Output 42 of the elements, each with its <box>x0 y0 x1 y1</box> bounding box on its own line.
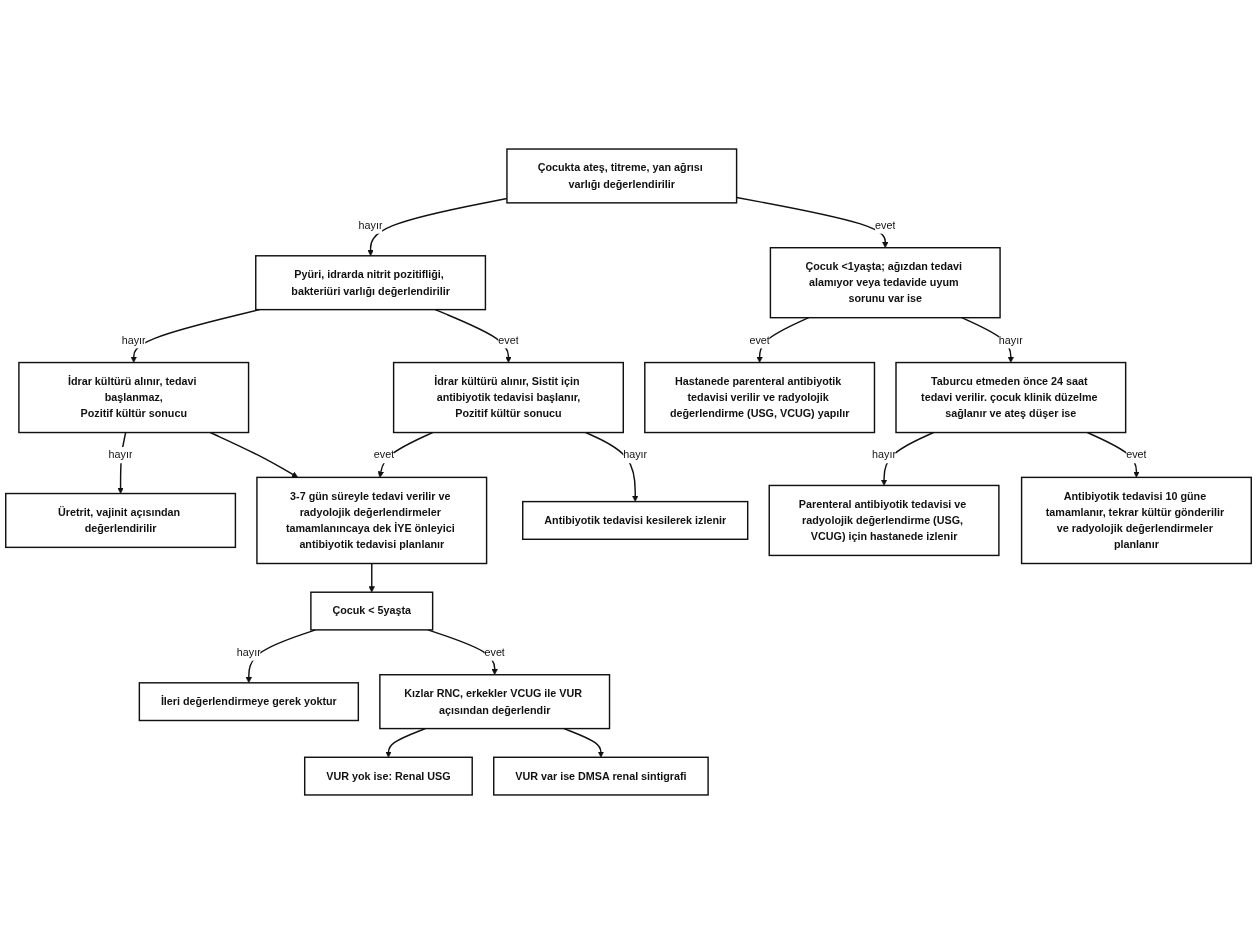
arrow <box>209 431 299 478</box>
arrow <box>434 308 512 363</box>
edge-label: hayır <box>358 218 383 231</box>
node-box: Çocuk <1yaşta; ağızdan tedavi alamıyor veya tedavide uyum sorunu var ise <box>769 247 1001 319</box>
arrow <box>585 431 639 502</box>
node-box: Çocukta ateş, titreme, yan ağrısı varlığı değerlendirilir <box>506 148 738 204</box>
edge-label: hayır <box>998 333 1023 346</box>
arrow <box>117 431 127 494</box>
node-box: Çocuk < 5yaşta <box>310 591 434 631</box>
node-box: Parenteral antibiyotik tedavisi ve radyolojik değerlendirme (USG, VCUG) için hastanede izlenir <box>768 484 1000 557</box>
arrow <box>880 431 935 486</box>
edge-label: evet <box>1126 448 1147 461</box>
arrow <box>368 562 375 593</box>
node-box: VUR var ise DMSA renal sintigrafi <box>493 756 709 796</box>
node-box: Taburcu etmeden önce 24 saat tedavi verilir. çocuk klinik düzelme sağlanır ve ateş düşer ise <box>895 361 1127 434</box>
edge-label: evet <box>875 218 896 231</box>
edge-label: evet <box>484 645 505 658</box>
edge-label: hayır <box>623 448 648 461</box>
arrow <box>427 629 498 676</box>
edge-label: hayır <box>108 448 133 461</box>
edge-label: hayır <box>121 333 146 346</box>
edge-label: evet <box>498 333 519 346</box>
node-box: Pyüri, idrarda nitrit pozitifliği, bakteriüri varlığı değerlendirilir <box>255 255 487 311</box>
node-box: 3-7 gün süreyle tedavi verilir ve radyolojik değerlendirmeler tamamlanıncaya dek İYE önleyici antibiyotik tedavisi planlanır <box>256 476 488 565</box>
node-box: İleri değerlendirmeye gerek yoktur <box>138 682 360 722</box>
arrow <box>756 316 810 363</box>
node-box: Kızlar RNC, erkekler VCUG ile VUR açısından değerlendir <box>379 674 611 730</box>
node-box: Antibiyotik tedavisi kesilerek izlenir <box>522 500 749 540</box>
arrow <box>377 431 434 478</box>
edge-label: hayır <box>236 645 261 658</box>
edge-label: evet <box>749 333 770 346</box>
arrow <box>563 727 605 758</box>
edge-label: hayır <box>872 448 897 461</box>
node-box: Üretrit, vajinit açısından değerlendirilir <box>5 492 237 549</box>
arrow <box>385 727 427 758</box>
node-box: Hastanede parenteral antibiyotik tedavisi verilir ve radyolojik değerlendirme (USG, VCUG) yapılır <box>644 361 876 434</box>
node-box: İdrar kültürü alınır, tedavi başlanmaz, Pozitif kültür sonucu <box>18 361 250 434</box>
node-box: VUR yok ise: Renal USG <box>304 756 473 796</box>
edge-label: evet <box>373 448 395 461</box>
arrow <box>1086 431 1140 478</box>
node-box: İdrar kültürü alınır, Sistit için antibiyotik tedavisi başlanır, Pozitif kültür sonucu <box>392 361 624 434</box>
node-box: Antibiyotik tedavisi 10 güne tamamlanır, tekrar kültür gönderilir ve radyolojik değerlendirmeler planlanır <box>1020 476 1252 565</box>
